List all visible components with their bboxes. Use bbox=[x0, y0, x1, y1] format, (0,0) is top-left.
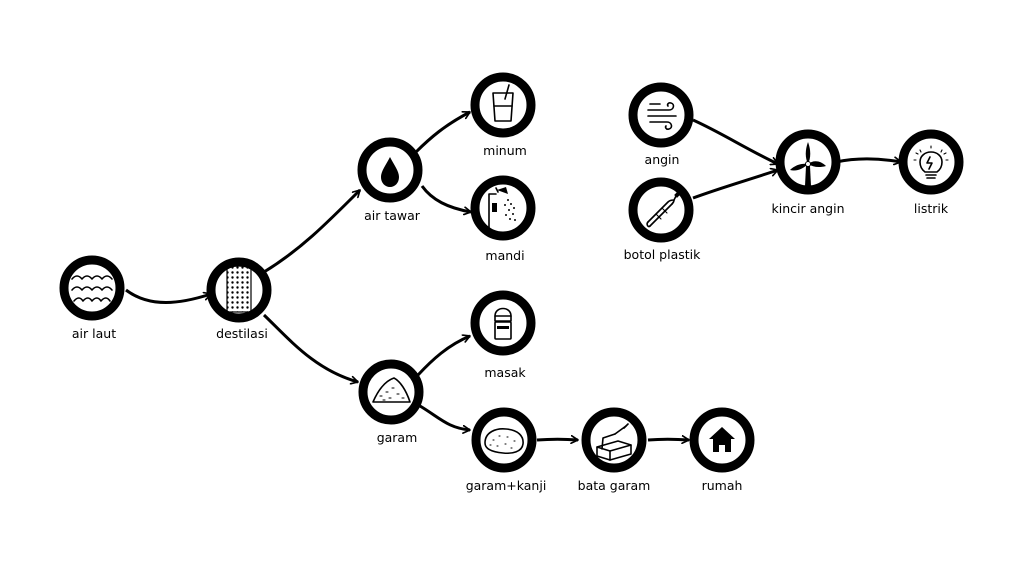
plastic-bottle-icon bbox=[646, 192, 680, 228]
node-label: garam+kanji bbox=[466, 478, 547, 493]
node-listrik: listrik bbox=[898, 129, 964, 216]
node-angin: angin bbox=[628, 82, 694, 167]
node-label: bata garam bbox=[578, 478, 651, 493]
node-bata-garam: bata garam bbox=[578, 407, 651, 493]
node-air-tawar: air tawar bbox=[357, 137, 423, 223]
node-label: air tawar bbox=[364, 208, 421, 223]
node-masak: masak bbox=[470, 290, 536, 380]
edge-destilasi-air-tawar bbox=[263, 188, 362, 274]
node-label: mandi bbox=[485, 248, 524, 263]
node-label: garam bbox=[377, 430, 418, 445]
node-label: destilasi bbox=[216, 326, 268, 341]
node-label: botol plastik bbox=[624, 247, 702, 262]
edge-air-tawar-minum bbox=[414, 110, 470, 154]
edge-air-tawar-mandi bbox=[420, 185, 471, 212]
drinking-glass-icon bbox=[492, 84, 514, 122]
distillation-column-icon bbox=[226, 265, 252, 313]
salt-pile-icon bbox=[372, 377, 411, 403]
light-bulb-icon bbox=[913, 145, 949, 179]
water-drop-icon bbox=[381, 157, 399, 187]
shower-icon bbox=[488, 187, 516, 231]
house-icon bbox=[709, 427, 735, 452]
wind-turbine-icon bbox=[790, 142, 826, 186]
node-label: air laut bbox=[72, 326, 116, 341]
node-label: listrik bbox=[914, 201, 949, 216]
node-label: rumah bbox=[702, 478, 743, 493]
edge-garam-kanji-bata-garam bbox=[536, 439, 578, 440]
dough-icon bbox=[484, 428, 524, 455]
edge-destilasi-garam bbox=[262, 313, 358, 382]
node-label: kincir angin bbox=[771, 201, 844, 216]
salt-shaker-icon bbox=[494, 307, 512, 340]
edge-garam-garam-kanji bbox=[419, 404, 470, 430]
edge-kincir-angin-listrik bbox=[835, 159, 901, 162]
node-botol-plastik: botol plastik bbox=[624, 177, 702, 262]
node-mandi: mandi bbox=[470, 175, 536, 263]
wind-icon bbox=[647, 102, 677, 130]
brick-trowel-icon bbox=[596, 423, 632, 461]
edge-angin-kincir-angin bbox=[692, 118, 778, 164]
node-garam-kanji: garam+kanji bbox=[466, 407, 547, 493]
edge-bata-garam-rumah bbox=[647, 439, 689, 440]
node-minum: minum bbox=[470, 72, 536, 158]
waves-icon bbox=[71, 275, 113, 302]
node-rumah: rumah bbox=[689, 407, 755, 493]
node-label: masak bbox=[484, 365, 526, 380]
node-label: minum bbox=[483, 143, 527, 158]
edge-air-laut-destilasi bbox=[125, 288, 211, 304]
node-destilasi: destilasi bbox=[206, 257, 272, 341]
node-garam: garam bbox=[358, 359, 424, 445]
edges bbox=[125, 110, 901, 440]
edge-garam-masak bbox=[416, 336, 470, 377]
edge-botol-plastik-kincir-angin bbox=[692, 170, 778, 200]
node-air-laut: air laut bbox=[59, 255, 125, 341]
node-kincir-angin: kincir angin bbox=[771, 129, 845, 216]
node-label: angin bbox=[645, 152, 680, 167]
